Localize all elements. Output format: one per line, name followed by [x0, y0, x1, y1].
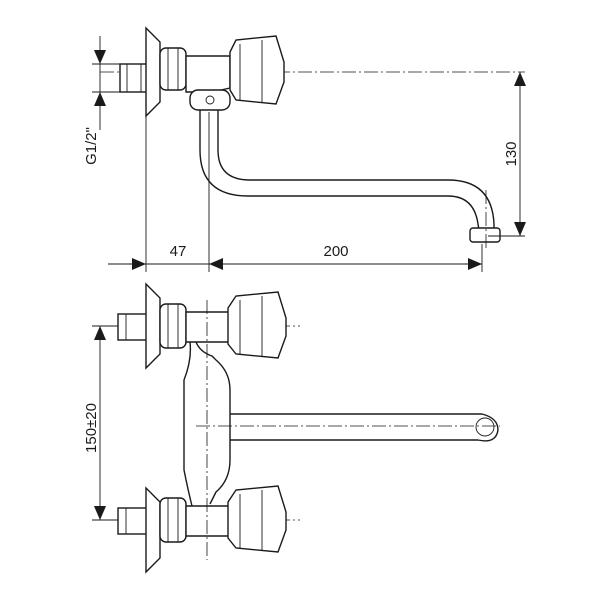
- front-body-left: [183, 341, 193, 507]
- dim-200-label: 200: [323, 243, 348, 260]
- front-spout-tip: [477, 413, 499, 442]
- side-view: 130 G1/2" 47 200: [83, 26, 526, 272]
- side-rosette: [145, 26, 161, 118]
- dim-150-label: 150±20: [83, 403, 100, 453]
- dim-130-label: 130: [503, 141, 520, 166]
- side-spout-outer: [199, 110, 480, 231]
- front-upper-handle: [227, 291, 287, 359]
- front-view: 150±20: [83, 282, 500, 574]
- front-body-right: [195, 341, 231, 505]
- front-lower-handle: [227, 485, 287, 553]
- side-spout-inner: [217, 110, 495, 230]
- side-handle: [229, 35, 285, 105]
- front-upper-nut: [159, 303, 187, 349]
- front-upper-inlet: [117, 313, 149, 341]
- front-lower-rosette: [145, 486, 161, 574]
- front-lower-nut: [159, 497, 187, 543]
- dim-47-label: 47: [170, 243, 187, 260]
- front-upper-rosette: [145, 282, 161, 370]
- dim-thread-label: G1/2": [83, 127, 100, 165]
- side-valve-body: [185, 55, 231, 93]
- side-swivel-joint: [189, 89, 231, 111]
- side-nut: [159, 47, 187, 91]
- side-inlet-thread: [119, 63, 149, 93]
- front-lower-inlet: [117, 507, 149, 535]
- side-aerator: [469, 227, 501, 243]
